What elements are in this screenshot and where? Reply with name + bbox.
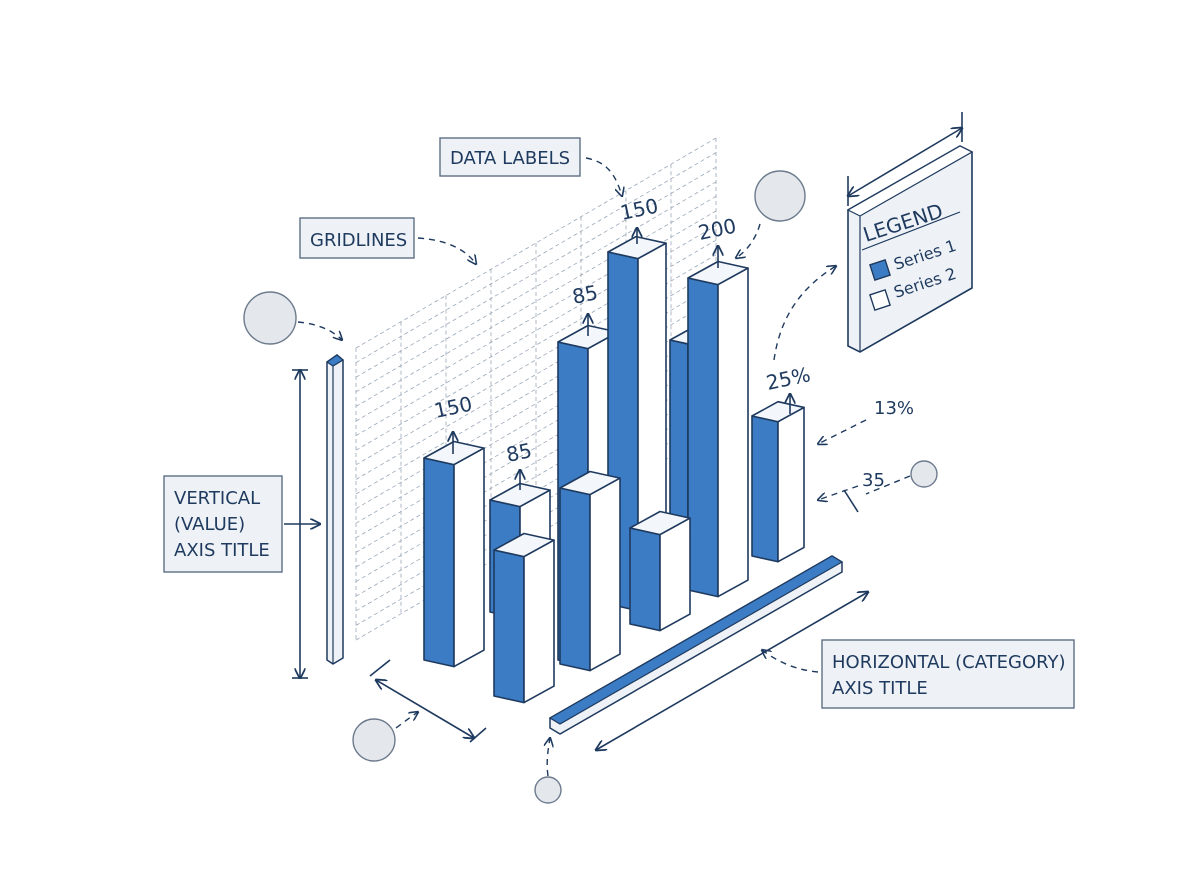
bar-side-face	[589, 477, 621, 672]
bar-side-face	[777, 406, 805, 563]
bars-layer	[423, 235, 805, 704]
legend-swatch-series-2	[869, 289, 891, 311]
legend-swatch-series-1	[869, 259, 891, 281]
bar-top-face	[559, 470, 621, 496]
vertical-axis-bar	[325, 354, 345, 665]
front-dimension-arrow	[376, 680, 474, 738]
bar-front-face	[493, 549, 525, 704]
bar-front-face	[751, 415, 779, 563]
horizontal-dimension-arrow	[596, 592, 868, 750]
bar-top-face	[489, 482, 551, 508]
bar-front-face	[559, 487, 591, 672]
callout-gridlines: GRIDLINES	[299, 217, 415, 259]
placeholder-circle	[910, 460, 938, 488]
data-label-bar-f: 25%	[764, 362, 812, 395]
vertical-axis-title-line-3: AXIS TITLE	[174, 540, 270, 561]
bar-front-face	[687, 277, 719, 598]
bar-top-face	[607, 235, 667, 260]
data-label-arrows	[453, 228, 790, 490]
dashed-pointer-arrow	[585, 157, 622, 196]
vertical-axis-title-line-2: (VALUE)	[174, 514, 245, 535]
bar-front-face	[423, 457, 455, 668]
callout-vertical-axis-title: VERTICAL (VALUE) AXIS TITLE	[163, 475, 283, 573]
callout-data-labels-text: DATA LABELS	[450, 148, 570, 169]
placeholder-circle	[754, 170, 806, 222]
bar-side-face	[659, 517, 691, 632]
bar-top-face	[687, 260, 749, 286]
data-label-bar-e: 200	[696, 213, 738, 244]
annotation-35: 35	[862, 470, 885, 491]
placeholder-circles	[243, 170, 938, 804]
callout-gridlines-text: GRIDLINES	[310, 230, 407, 251]
placeholder-circle	[243, 291, 297, 345]
data-label-bar-c: 85	[570, 280, 600, 309]
data-label-bar-d: 150	[618, 193, 660, 224]
bar-side-face	[523, 539, 555, 704]
placeholder-circle	[534, 776, 562, 804]
legend-panel: LEGEND Series 1 Series 2	[846, 145, 974, 353]
vertical-axis-title-line-1: VERTICAL	[174, 488, 260, 509]
bar-top-face	[493, 532, 555, 558]
bar-front-face	[629, 527, 661, 632]
annotation-13-percent: 13%	[874, 398, 914, 419]
bar-side-face	[453, 447, 485, 668]
bar-top-face	[629, 510, 691, 536]
bar-side-face	[717, 267, 749, 598]
data-label-bar-a: 150	[432, 391, 474, 422]
horizontal-axis-title-line-2: AXIS TITLE	[832, 678, 928, 699]
placeholder-circle	[352, 718, 396, 762]
callout-horizontal-axis-title: HORIZONTAL (CATEGORY) AXIS TITLE	[821, 639, 1075, 709]
bar-front-face	[669, 339, 689, 545]
bar-top-face	[423, 440, 485, 466]
data-label-bar-b: 85	[504, 438, 534, 467]
callout-data-labels: DATA LABELS	[439, 137, 581, 177]
bar-top-face	[751, 400, 805, 423]
horizontal-axis-title-line-1: HORIZONTAL (CATEGORY)	[832, 652, 1066, 673]
